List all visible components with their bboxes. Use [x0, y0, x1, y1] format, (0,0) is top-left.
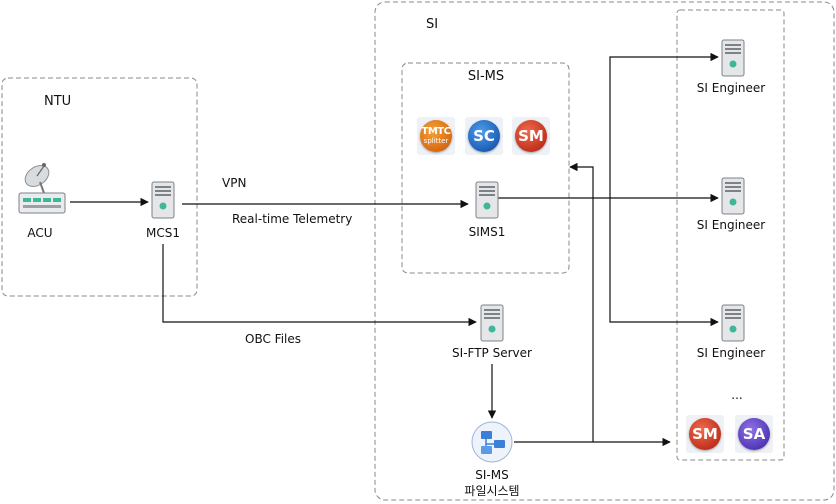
si-frame	[374, 1, 835, 501]
satellite-dish-icon	[18, 163, 66, 214]
trunk-to-engineer3-arrow	[609, 198, 719, 327]
mcs1-to-ftp-arrow	[162, 244, 477, 327]
file-system-label: SI-MS 파일시스템	[464, 467, 519, 499]
fs-to-sims-arrow	[569, 162, 594, 442]
sims1-label: SIMS1	[468, 225, 506, 239]
mcs1-label: MCS1	[146, 226, 180, 240]
engineer-frame	[676, 9, 785, 461]
obc-files-label: OBC Files	[245, 332, 301, 346]
sims-frame	[401, 62, 570, 274]
sc-logo: SC	[468, 120, 500, 152]
engineer1-server-icon	[721, 39, 745, 77]
engineer3-server-icon	[721, 304, 745, 342]
file-system-icon	[471, 421, 513, 463]
engineer2-server-icon	[721, 177, 745, 215]
engineer3-label: SI Engineer	[696, 346, 766, 360]
mcs1-server-icon	[151, 181, 175, 219]
engineer-ellipsis: ...	[731, 388, 743, 402]
sm-logo: SM	[515, 120, 547, 152]
si-group-title: SI	[426, 17, 439, 32]
telemetry-label: Real-time Telemetry	[232, 212, 353, 226]
acu-label: ACU	[27, 226, 53, 240]
trunk-to-engineer1-arrow	[609, 52, 719, 198]
vpn-label: VPN	[222, 176, 247, 190]
tmtc-logo-text: TMTC	[421, 126, 451, 137]
engineer2-label: SI Engineer	[696, 218, 766, 232]
splitter-logo-text: splitter	[423, 137, 449, 145]
engineer1-label: SI Engineer	[696, 81, 766, 95]
ftp-server-label: SI-FTP Server	[452, 346, 532, 360]
sm-logo-2: SM	[689, 418, 721, 450]
sa-logo: SA	[738, 418, 770, 450]
file-system-label-line2: 파일시스템	[464, 484, 520, 498]
sims-group-title: SI-MS	[467, 69, 505, 84]
ntu-group-title: NTU	[44, 94, 72, 109]
ftp-server-icon	[480, 304, 504, 342]
ntu-frame	[1, 77, 198, 297]
tmtc-splitter-logo: TMTC splitter	[420, 120, 452, 152]
sims1-server-icon	[475, 181, 499, 219]
file-system-label-line1: SI-MS	[475, 468, 509, 482]
